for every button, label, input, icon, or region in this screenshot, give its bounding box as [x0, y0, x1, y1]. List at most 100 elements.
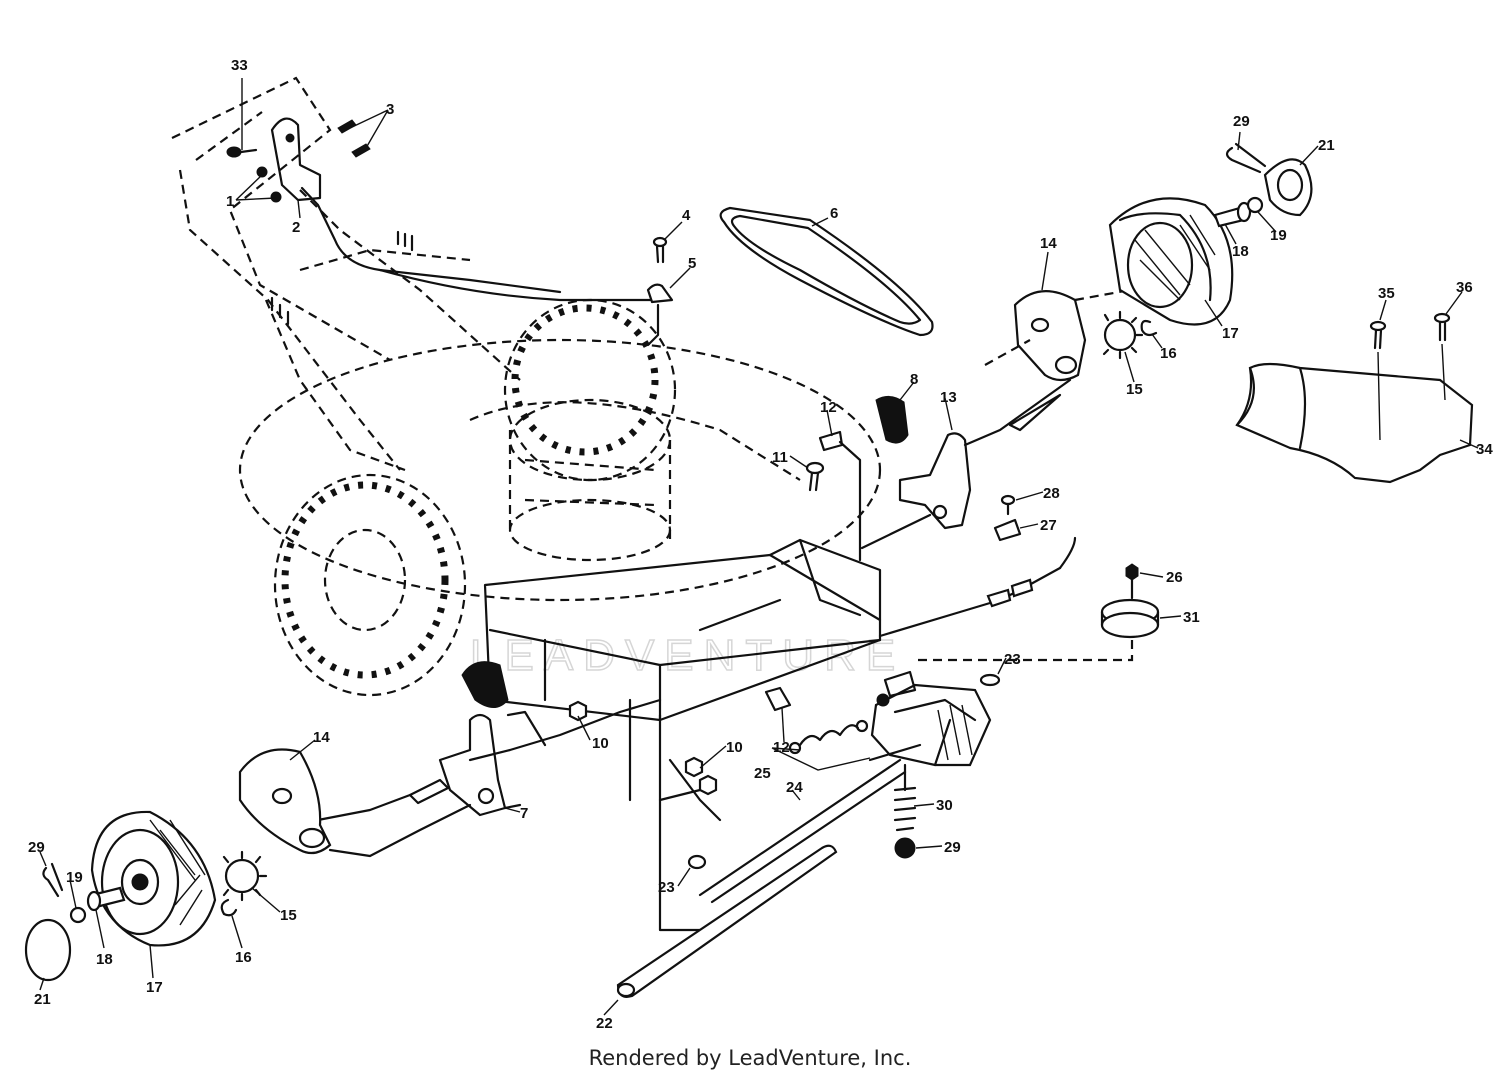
idler-14-front: [238, 748, 332, 855]
bolt-11: [805, 461, 825, 492]
nut-26: [1125, 563, 1139, 600]
callout-10-left: 10: [592, 735, 609, 752]
callout-12-lower: 12: [773, 739, 790, 756]
callout-19-front: 19: [66, 869, 83, 886]
chassis-frame: [483, 538, 882, 932]
dashed-tabs: [270, 230, 414, 326]
callout-29-front: 29: [28, 839, 45, 856]
callout-8: 8: [910, 371, 918, 388]
callout-10-right: 10: [726, 739, 743, 756]
washer-19-rear: [1246, 196, 1264, 214]
transmission: [868, 670, 992, 767]
spring-30: [893, 763, 917, 832]
callout-33: 33: [231, 57, 248, 74]
leader-lines: [39, 78, 1479, 1016]
callout-3: 3: [386, 101, 394, 118]
callout-15-front: 15: [280, 907, 297, 924]
pulley-leader: [915, 640, 1134, 662]
wheel-17-front: [90, 810, 217, 947]
control-lever: [270, 117, 652, 302]
idler-14-rear: [984, 288, 1131, 432]
bolt-33: [226, 146, 258, 158]
callout-19-rear: 19: [1270, 227, 1287, 244]
callout-13: 13: [940, 389, 957, 406]
callout-15-rear: 15: [1126, 381, 1143, 398]
callout-28: 28: [1043, 485, 1060, 502]
belt-6: [719, 206, 934, 337]
clip-16-rear: [1140, 319, 1158, 337]
footer-credit: Rendered by LeadVenture, Inc.: [588, 1046, 912, 1070]
callout-11: 11: [772, 449, 788, 466]
screw-28: [1000, 494, 1016, 516]
callout-18-rear: 18: [1232, 243, 1249, 260]
callout-36: 36: [1456, 279, 1473, 296]
nuts-10: [568, 700, 718, 796]
cable: [878, 536, 1077, 638]
clip-16-front: [220, 898, 238, 917]
wheel-17-rear: [1108, 197, 1234, 326]
callout-2: 2: [292, 219, 300, 236]
gear-15-front: [222, 850, 268, 902]
callout-30: 30: [936, 797, 953, 814]
callout-4: 4: [682, 207, 691, 224]
wheel-guard-rear: [875, 396, 909, 444]
callout-6: 6: [830, 205, 838, 222]
front-wheel-dashed: [273, 473, 467, 697]
cotter-pin-29-front: [42, 862, 64, 898]
clip-27: [993, 518, 1022, 542]
callout-1: 1: [226, 193, 234, 210]
pulley-31: [1100, 598, 1160, 639]
callout-7: 7: [520, 805, 528, 822]
drive-shaft-24: [698, 758, 907, 904]
cotter-pin-29-rear: [1225, 142, 1267, 174]
callout-16-front: 16: [235, 949, 252, 966]
mower-deck: [238, 338, 882, 602]
callout-14-front: 14: [313, 729, 330, 746]
front-linkage: [316, 793, 472, 858]
callout-35: 35: [1378, 285, 1395, 302]
callout-23-upper: 23: [1004, 651, 1021, 668]
axle-bracket-7: [408, 698, 662, 817]
screws-35-36: [1369, 312, 1451, 441]
callout-23-lower: 23: [658, 879, 675, 896]
callout-34: 34: [1476, 441, 1493, 458]
callout-21-rear: 21: [1318, 137, 1335, 154]
callout-31: 31: [1183, 609, 1200, 626]
clip-12-lower: [764, 686, 792, 712]
handle-outline: [171, 76, 521, 472]
spring-25: [788, 719, 869, 755]
axle-bolt-18-front: [86, 886, 126, 912]
key-23-lower: [687, 854, 707, 870]
bolt-4: [652, 236, 668, 264]
wheel-guard-front: [461, 661, 509, 708]
callout-29-rear: 29: [1233, 113, 1250, 130]
key-23-upper: [979, 673, 1001, 687]
callout-26: 26: [1166, 569, 1183, 586]
callout-17-front: 17: [146, 979, 163, 996]
hub-cap-21-rear: [1263, 158, 1313, 217]
callout-5: 5: [688, 255, 696, 272]
axle-bolt-18-rear: [1213, 201, 1252, 228]
callout-29: 29: [944, 839, 961, 856]
callout-17-rear: 17: [1222, 325, 1239, 342]
callout-25: 25: [754, 765, 771, 782]
nuts-1: [256, 166, 282, 203]
washer-19-front: [69, 906, 87, 924]
callout-24: 24: [786, 779, 803, 796]
callout-18-front: 18: [96, 951, 113, 968]
axle-bracket-13: [860, 378, 1072, 550]
watermark: LEADVENTURE: [470, 631, 905, 680]
gear-15-rear: [1102, 310, 1144, 360]
baffle-34: [1235, 362, 1474, 484]
callout-16-rear: 16: [1160, 345, 1177, 362]
callout-14-rear: 14: [1040, 235, 1057, 252]
callout-22: 22: [596, 1015, 613, 1032]
callout-27: 27: [1040, 517, 1057, 534]
callout-21-front: 21: [34, 991, 51, 1008]
hub-cap-21-front: [24, 918, 72, 982]
shaft-22: [616, 844, 838, 998]
clamp-5: [646, 283, 674, 347]
clip-12-upper: [818, 430, 862, 562]
callout-12-upper: 12: [820, 399, 837, 416]
